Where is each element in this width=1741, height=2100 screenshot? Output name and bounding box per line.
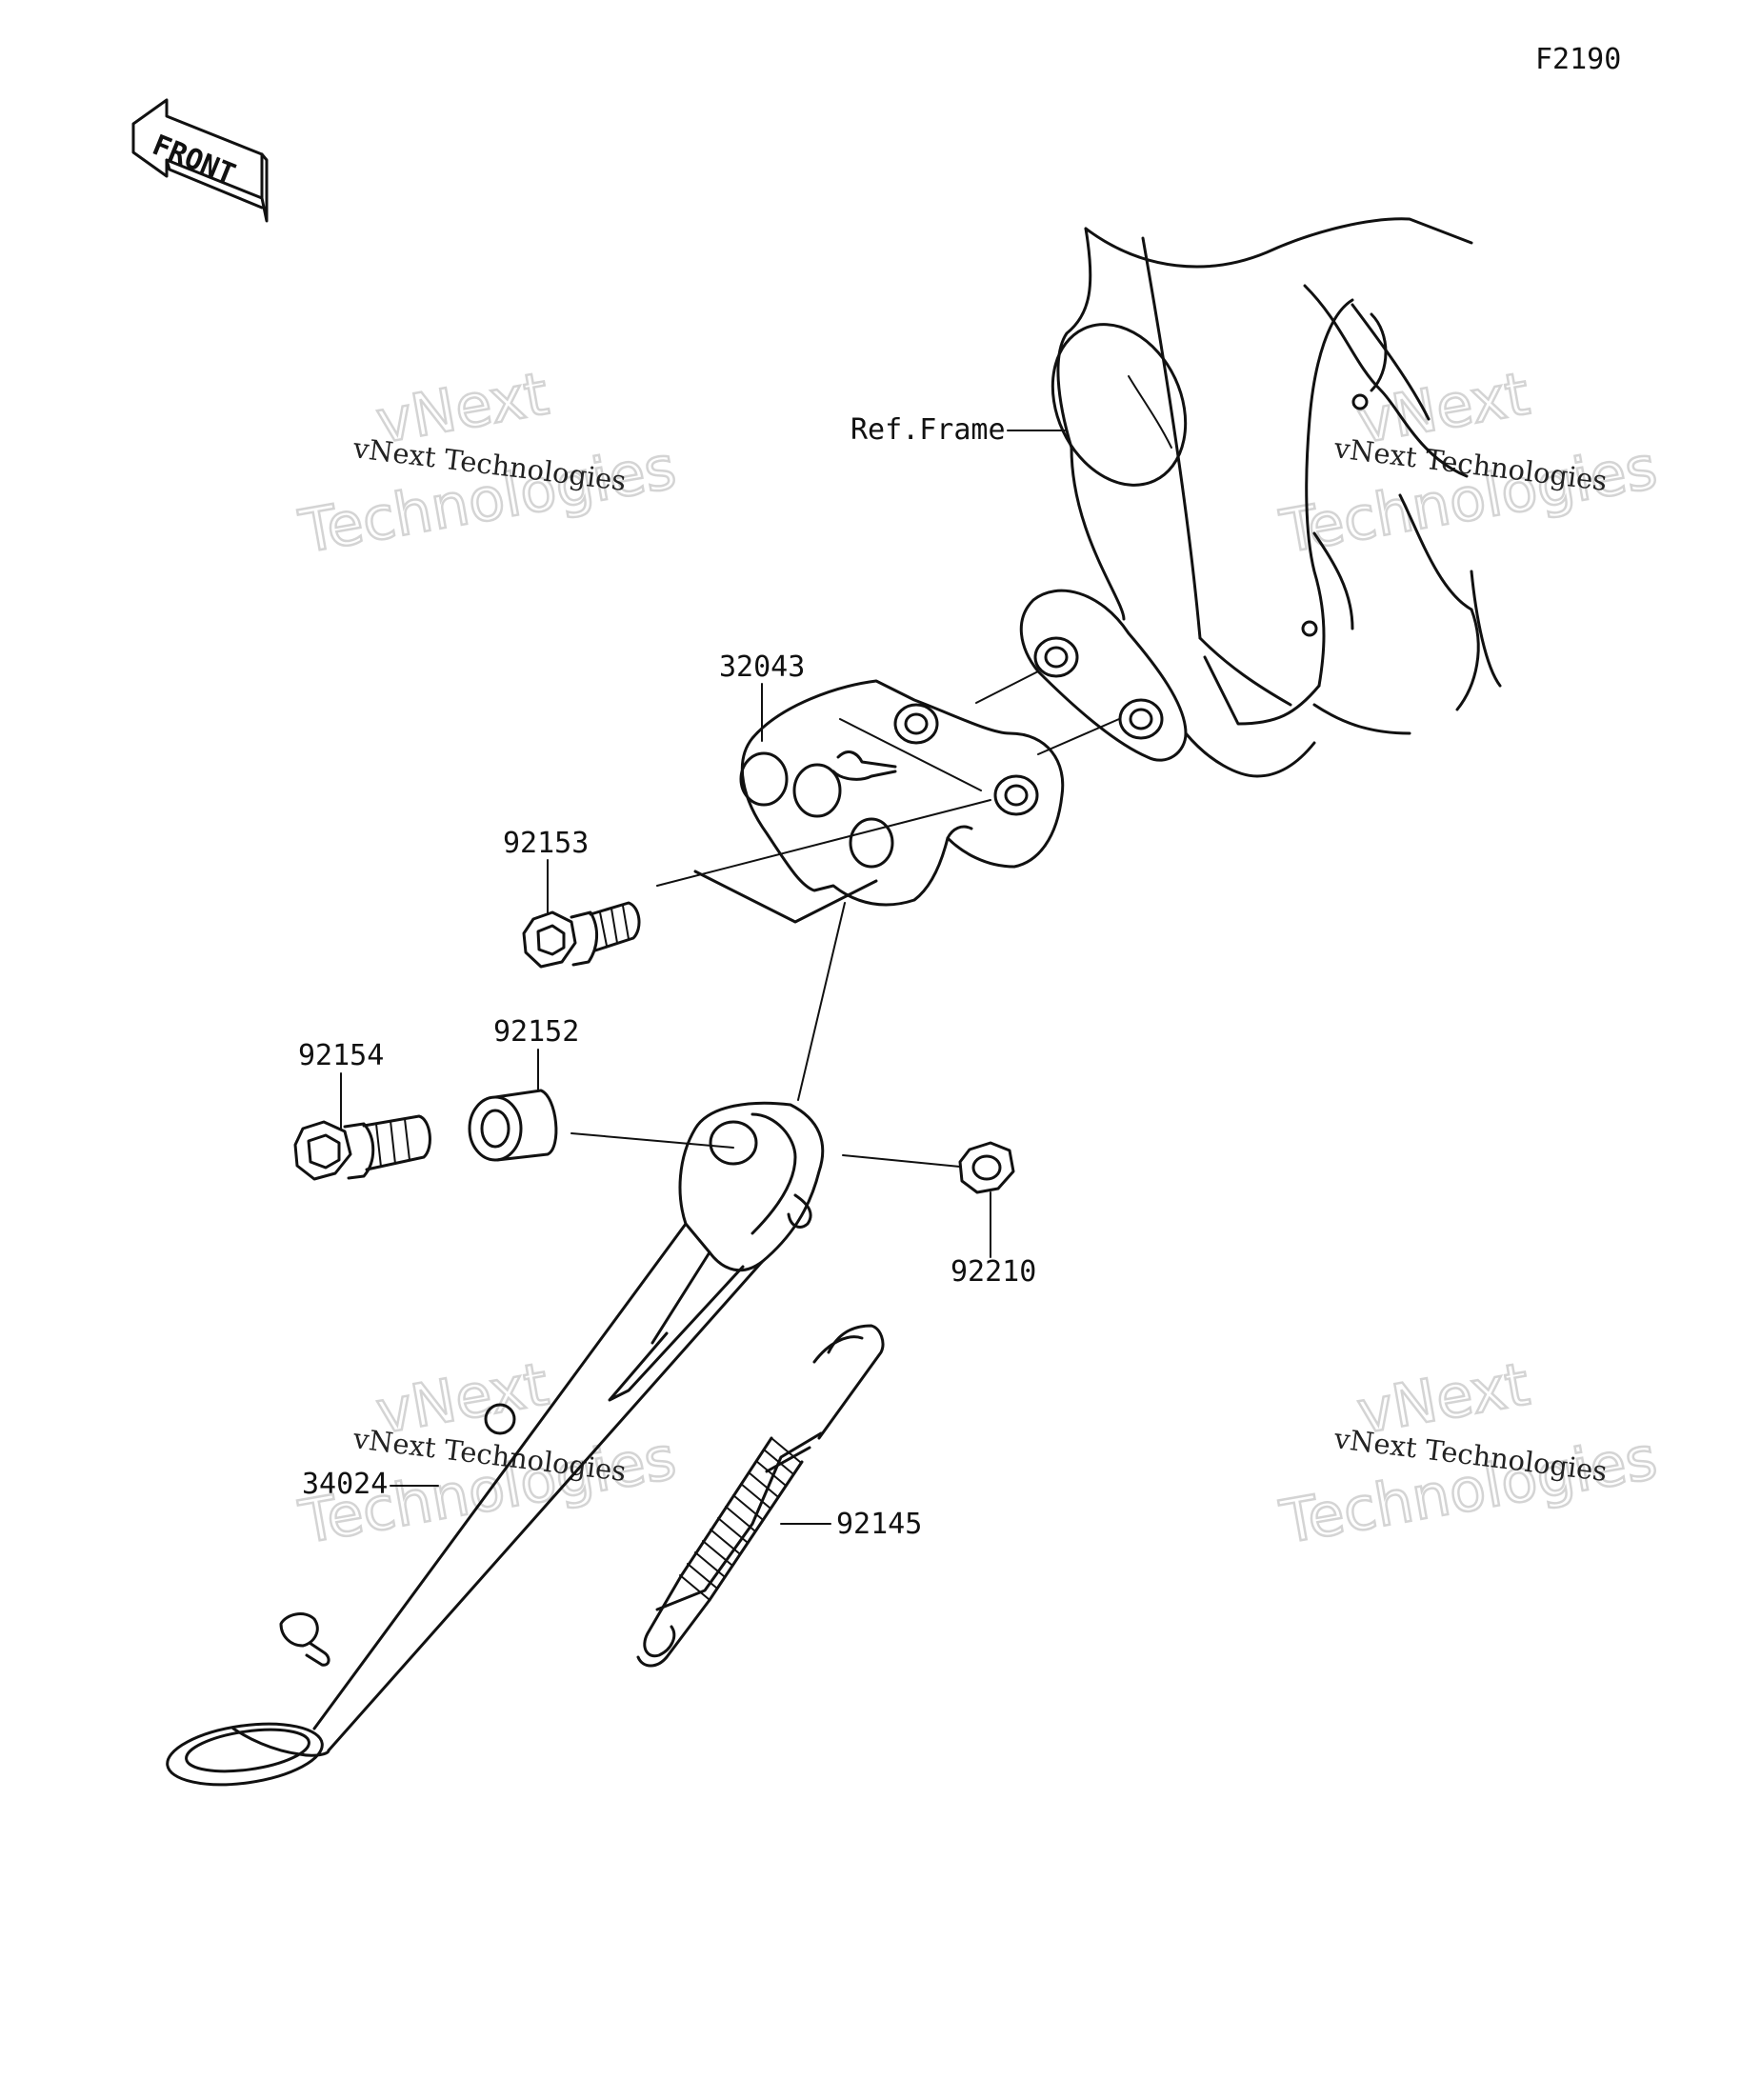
watermark-group-2: vNext Technologies vNext Technologies: [1274, 357, 1663, 568]
bolt-92154: [293, 1114, 431, 1181]
part-label-32043: 32043: [719, 650, 805, 684]
watermark-group-4: vNext Technologies vNext Technologies: [1274, 1348, 1663, 1558]
part-label-92145: 92145: [836, 1508, 922, 1541]
nut-92210: [842, 1141, 1015, 1194]
frame-outline: [1019, 217, 1502, 778]
spring-coils: [679, 1437, 801, 1600]
front-arrow-icon: FRONT: [131, 98, 269, 223]
part-label-92153: 92153: [503, 827, 589, 860]
collar-92152: [468, 1089, 734, 1162]
watermark-group-1: vNext Technologies vNext Technologies: [293, 357, 682, 568]
part-label-34024: 34024: [302, 1468, 388, 1501]
part-label-92154: 92154: [298, 1039, 384, 1072]
spring-92145: [636, 1324, 885, 1668]
bracket-32043: [693, 670, 1120, 924]
diagram-code: F2190: [1535, 43, 1621, 76]
ref-frame-label: Ref.Frame: [850, 413, 1006, 447]
bolt-92153: [522, 799, 991, 969]
watermark-group-3: vNext Technologies vNext Technologies: [293, 1348, 682, 1558]
part-label-92210: 92210: [951, 1255, 1036, 1289]
part-label-92152: 92152: [493, 1015, 579, 1049]
sidestand-34024: [166, 902, 846, 1787]
